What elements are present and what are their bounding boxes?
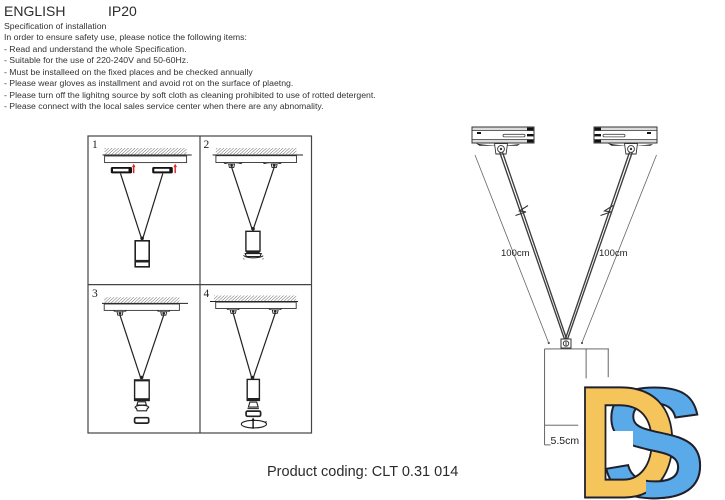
svg-text:4: 4	[204, 288, 210, 300]
svg-text:D: D	[575, 354, 678, 500]
svg-text:5.5cm: 5.5cm	[551, 435, 580, 447]
svg-text:3: 3	[92, 288, 98, 300]
svg-text:100cm: 100cm	[599, 248, 628, 259]
svg-text:1: 1	[92, 139, 98, 151]
svg-text:100cm: 100cm	[501, 248, 530, 259]
svg-text:S: S	[602, 356, 706, 500]
svg-text:2: 2	[204, 139, 210, 151]
